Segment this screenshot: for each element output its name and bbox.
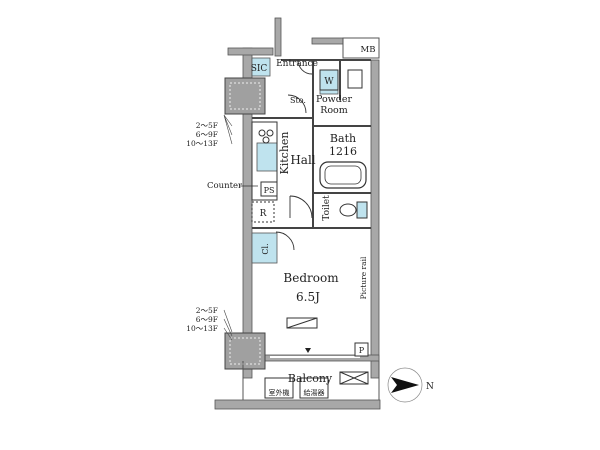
- refrigerator-space: [251, 201, 275, 223]
- hall-label: Hall: [290, 153, 315, 167]
- svg-text:2～5F: 2～5F: [196, 306, 218, 315]
- interior-walls: [252, 59, 371, 229]
- ac-unit-upper: [224, 77, 266, 115]
- doors: [275, 59, 313, 251]
- sic-label: SIC: [251, 64, 268, 74]
- bedroom-label: Bedroom: [283, 271, 339, 285]
- picture-rail-label: Picture rail: [359, 256, 368, 299]
- balcony-area: [214, 361, 381, 410]
- bathtub: [319, 161, 367, 189]
- mb-box: [342, 37, 380, 59]
- ac-outline: [286, 317, 318, 329]
- mb-label: MB: [361, 45, 376, 55]
- toilet-fixture: [339, 203, 357, 217]
- bath-label: Bath: [330, 132, 356, 145]
- pipe-space-box: [354, 342, 369, 357]
- storage-label: Sto.: [290, 96, 306, 105]
- washer-space: [319, 69, 339, 91]
- kitchen-counter: [251, 121, 278, 201]
- svg-text:2～5F: 2～5F: [196, 121, 218, 130]
- compass-icon: [387, 367, 423, 403]
- powder-room-label-2: Room: [320, 105, 348, 116]
- floor-notes-upper: 2～5F 6～9F 10～13F: [186, 121, 218, 148]
- balcony-label: Balcony: [288, 372, 333, 385]
- ps-box: [260, 181, 278, 197]
- pipe-space-label: P: [359, 346, 365, 355]
- bedroom-size: 6.5J: [296, 290, 320, 304]
- refrigerator-label: R: [260, 209, 267, 219]
- closet-label: Cl.: [261, 243, 270, 254]
- powder-room-label-1: Powder: [316, 94, 353, 105]
- ps-label: PS: [264, 186, 275, 195]
- svg-text:10～13F: 10～13F: [186, 139, 218, 148]
- outdoor-unit-label: 室外機: [269, 388, 290, 397]
- floor-notes-lower: 2～5F 6～9F 10～13F: [186, 306, 218, 333]
- window-marker: [305, 348, 311, 353]
- svg-text:10～13F: 10～13F: [186, 324, 218, 333]
- accent-fills: [251, 57, 339, 264]
- counter-label: Counter: [207, 181, 243, 191]
- sink: [347, 69, 363, 89]
- svg-text:6～9F: 6～9F: [196, 315, 218, 324]
- washer-label: W: [324, 77, 334, 87]
- bath-size: 1216: [329, 145, 357, 158]
- kitchen-label: Kitchen: [278, 132, 291, 175]
- water-heater-label: 給湯器: [304, 388, 325, 397]
- entrance-label: Entrance: [276, 59, 318, 69]
- svg-text:6～9F: 6～9F: [196, 130, 218, 139]
- toilet-label: Toilet: [322, 195, 332, 221]
- stove-icon: [258, 129, 274, 144]
- north-label: N: [426, 382, 434, 392]
